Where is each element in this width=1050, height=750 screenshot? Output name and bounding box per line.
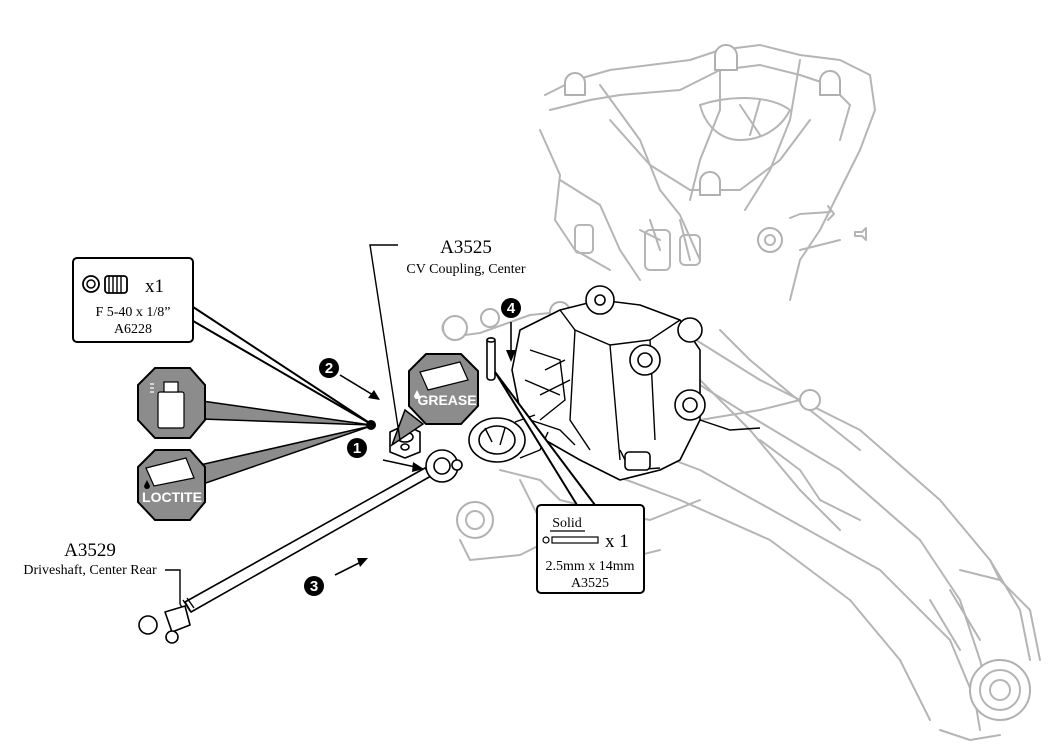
driveshaft-part-label: A3529 Driveshaft, Center Rear (23, 540, 157, 578)
setscrew-qty: x1 (145, 276, 164, 297)
driveshaft (138, 449, 463, 644)
setscrew-size: F 5-40 x 1/8” (95, 305, 170, 320)
driveshaft-part-name: Driveshaft, Center Rear (23, 563, 157, 578)
outdrive-cup (468, 414, 549, 463)
chassis-illustration (441, 44, 1041, 741)
tube-icon (414, 361, 469, 399)
pin-icon (542, 536, 599, 544)
step-marker-2: 2 (319, 358, 339, 378)
pin-part-number: A3525 (571, 576, 609, 591)
pin-qty: x 1 (605, 531, 629, 552)
coupling-part-number: A3525 (440, 237, 492, 258)
step-marker-4: 4 (501, 298, 521, 318)
grease-label: GREASE (417, 392, 476, 408)
driveshaft-part-number: A3529 (64, 540, 116, 561)
leader-lines (165, 244, 596, 604)
setscrew-icon (82, 275, 128, 294)
tube-icon (144, 457, 195, 489)
step-marker-3: 3 (304, 576, 324, 596)
loctite-badge: LOCTITE (137, 449, 206, 521)
pin-type: Solid (552, 516, 582, 531)
setscrew-hardware-box: x1 F 5-40 x 1/8” A6228 (72, 257, 194, 343)
coupling-part-name: CV Coupling, Center (406, 262, 525, 277)
threadlock-bottle-badge (137, 367, 206, 439)
svg-text:1: 1 (353, 440, 361, 457)
svg-text:3: 3 (310, 578, 318, 595)
loctite-label: LOCTITE (142, 489, 202, 505)
setscrew-part-number: A6228 (114, 322, 152, 337)
coupling-part-label: A3525 CV Coupling, Center (406, 237, 525, 277)
center-diff-case (511, 285, 761, 481)
pin (486, 337, 496, 381)
pin-hardware-box: Solid x 1 2.5mm x 14mm A3525 (536, 504, 645, 594)
grease-badge: GREASE (408, 353, 479, 425)
pin-size: 2.5mm x 14mm (545, 559, 634, 574)
step-marker-1: 1 (347, 438, 367, 458)
assembly-arrows (334, 322, 516, 576)
svg-text:4: 4 (507, 300, 516, 317)
bottle-icon (150, 381, 185, 429)
svg-text:2: 2 (325, 360, 333, 377)
